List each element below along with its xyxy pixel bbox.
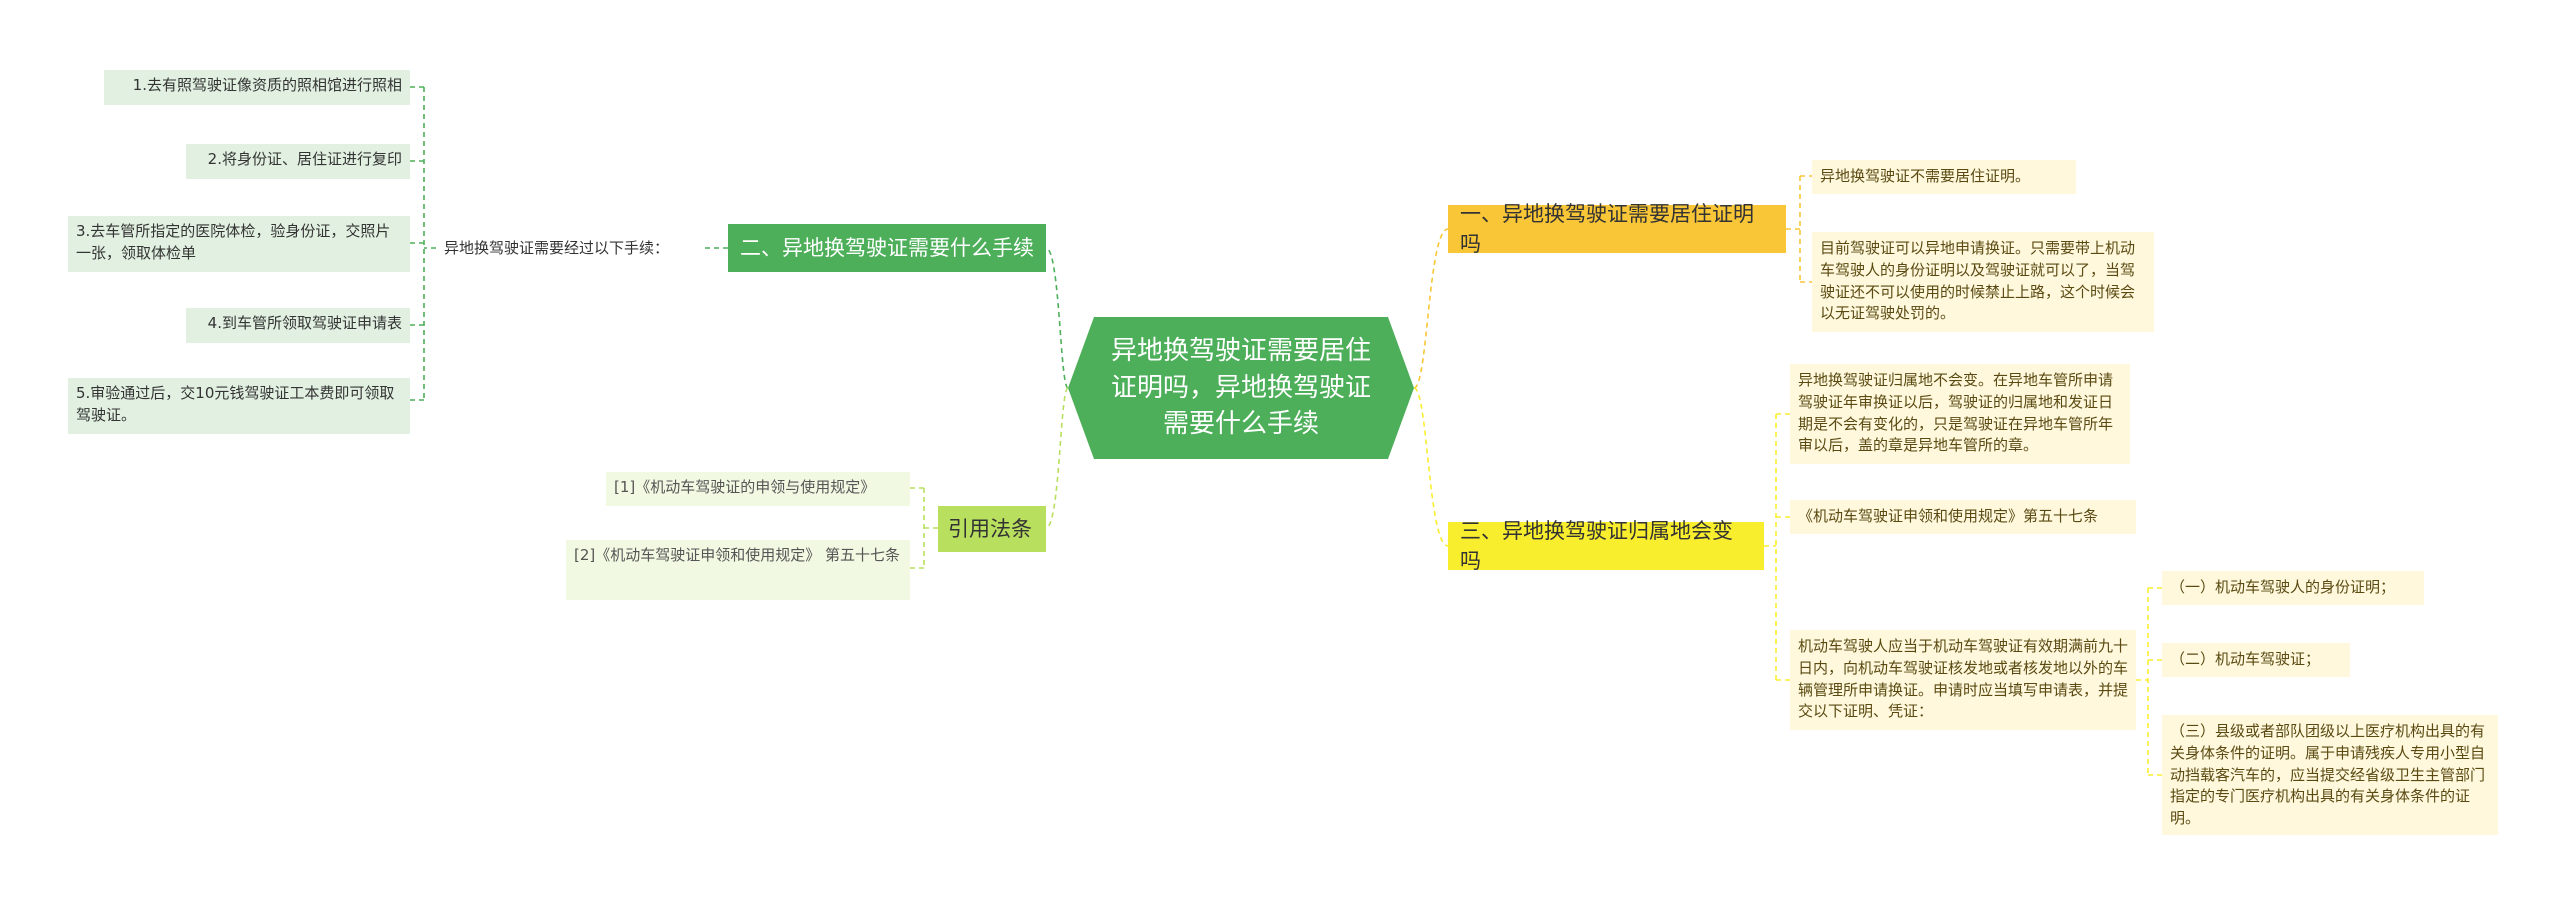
branch-citations[interactable]: 引用法条	[938, 506, 1046, 552]
branch-citations-label: 引用法条	[948, 516, 1032, 541]
ownership-item-2[interactable]: 《机动车驾驶证申领和使用规定》第五十七条	[1790, 500, 2136, 534]
procedure-step-3[interactable]: 3.去车管所指定的医院体检，验身份证，交照片一张，领取体检单	[68, 216, 410, 272]
ownership-sub-item-2[interactable]: （二）机动车驾驶证；	[2162, 643, 2350, 677]
ownership-item-1[interactable]: 异地换驾驶证归属地不会变。在异地车管所申请驾驶证年审换证以后，驾驶证的归属地和发…	[1790, 364, 2130, 464]
branch-residence-label: 一、异地换驾驶证需要居住证明吗	[1460, 201, 1754, 256]
procedure-step-1[interactable]: 1.去有照驾驶证像资质的照相馆进行照相	[104, 70, 410, 105]
procedures-intro[interactable]: 异地换驾驶证需要经过以下手续：	[444, 239, 670, 257]
citation-item-2[interactable]: [2]《机动车驾驶证申领和使用规定》 第五十七条	[566, 540, 910, 600]
root-hexagon-shape	[1068, 317, 1414, 459]
link-root-procedures	[1045, 247, 1069, 389]
ownership-item-3[interactable]: 机动车驾驶人应当于机动车驾驶证有效期满前九十日内，向机动车驾驶证核发地或者核发地…	[1790, 630, 2136, 730]
branch-residence[interactable]: 一、异地换驾驶证需要居住证明吗	[1448, 202, 1786, 256]
branch-ownership[interactable]: 三、异地换驾驶证归属地会变吗	[1448, 519, 1764, 573]
branch-procedures[interactable]: 二、异地换驾驶证需要什么手续	[728, 224, 1046, 272]
branch-ownership-label: 三、异地换驾驶证归属地会变吗	[1460, 518, 1733, 573]
residence-item-1[interactable]: 异地换驾驶证不需要居住证明。	[1812, 160, 2076, 194]
link-root-ownership	[1413, 387, 1449, 547]
citation-item-1[interactable]: [1]《机动车驾驶证的申领与使用规定》	[606, 472, 910, 506]
root-title: 异地换驾驶证需要居住证明吗，异地换驾驶证需要什么手续	[1110, 335, 1371, 440]
procedure-step-2[interactable]: 2.将身份证、居住证进行复印	[186, 144, 410, 179]
residence-item-2[interactable]: 目前驾驶证可以异地申请换证。只需要带上机动车驾驶人的身份证明以及驾驶证就可以了，…	[1812, 232, 2154, 332]
ownership-sub-item-1[interactable]: （一）机动车驾驶人的身份证明；	[2162, 571, 2424, 605]
procedure-step-5[interactable]: 5.审验通过后，交10元钱驾驶证工本费即可领取驾驶证。	[68, 378, 410, 434]
branch-procedures-label: 二、异地换驾驶证需要什么手续	[740, 235, 1034, 260]
link-root-residence	[1413, 228, 1449, 389]
link-root-citations	[1045, 387, 1069, 529]
root-topic[interactable]: 异地换驾驶证需要居住证明吗，异地换驾驶证需要什么手续	[1068, 317, 1414, 459]
ownership-sub-item-3[interactable]: （三）县级或者部队团级以上医疗机构出具的有关身体条件的证明。属于申请残疾人专用小…	[2162, 715, 2498, 835]
procedure-step-4[interactable]: 4.到车管所领取驾驶证申请表	[186, 308, 410, 343]
